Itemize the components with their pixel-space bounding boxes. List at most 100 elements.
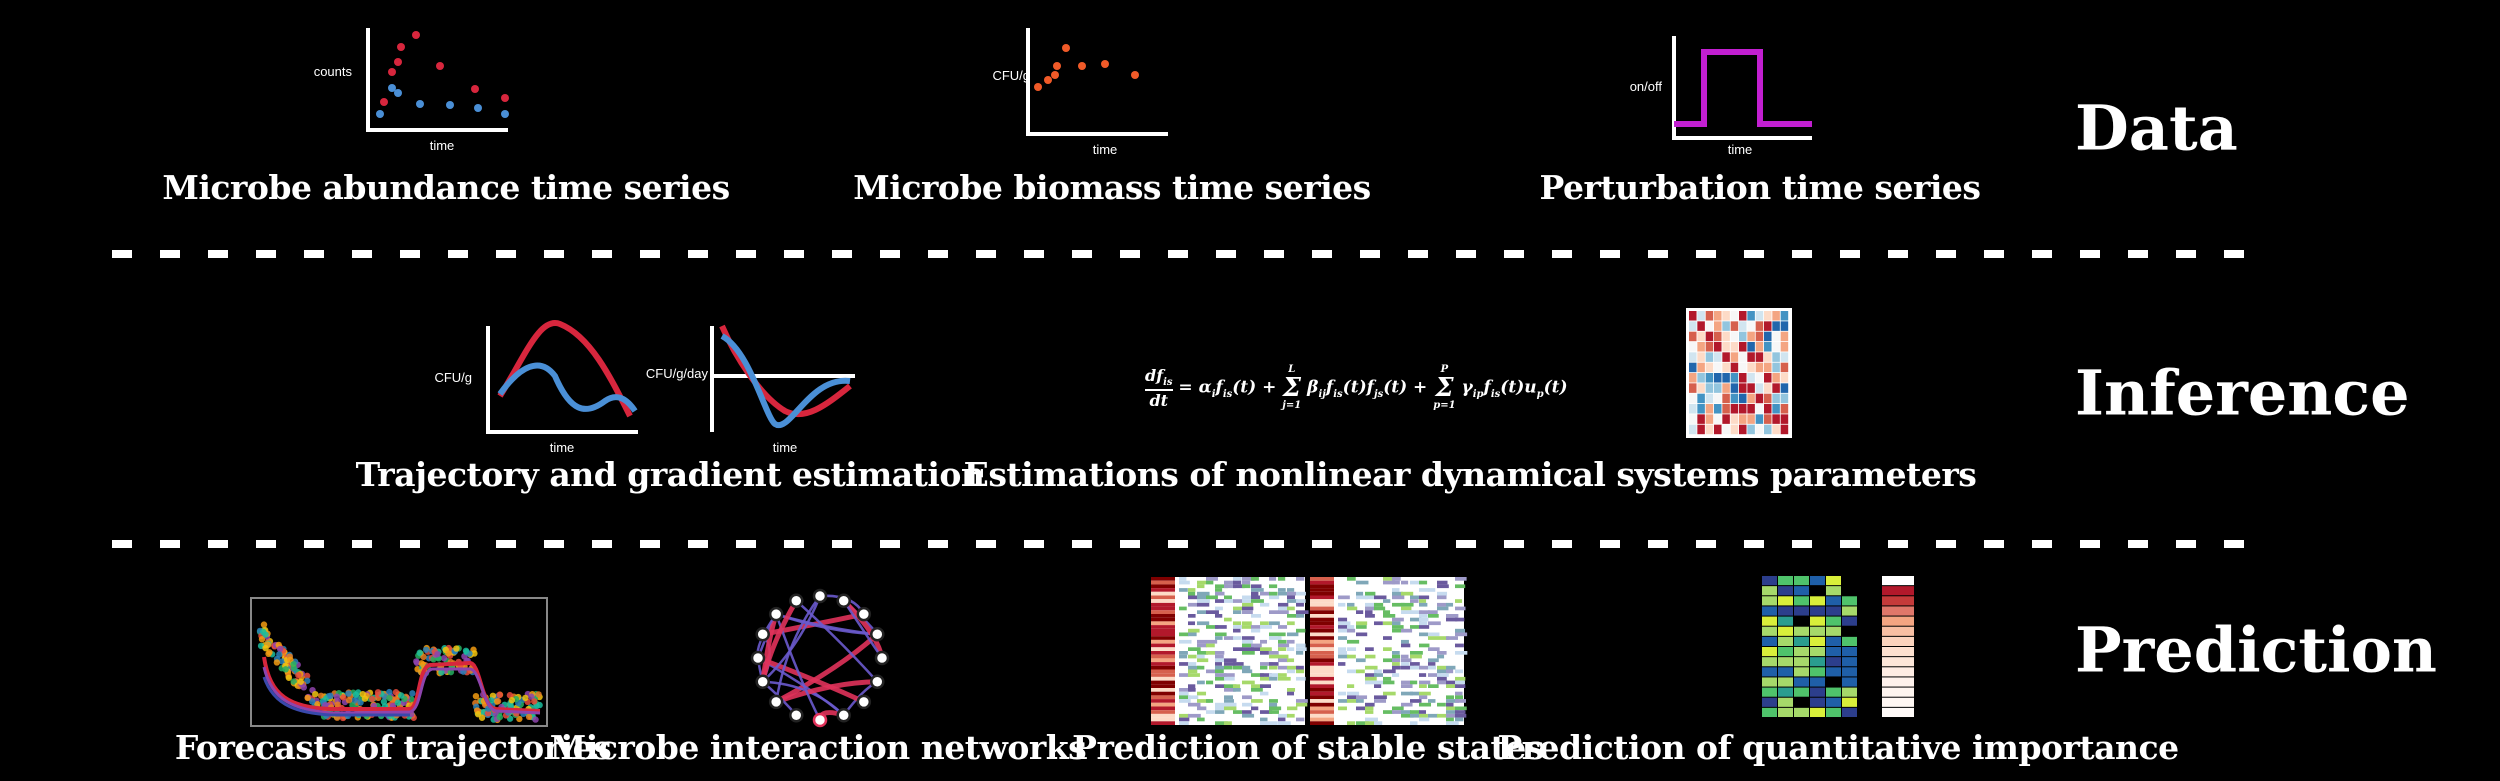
stable-state-cell (1419, 602, 1428, 607)
parameter-cell (1764, 352, 1772, 362)
parameter-cell (1780, 383, 1789, 393)
forecast-point (440, 654, 448, 662)
stable-state-cell (1419, 599, 1427, 603)
stable-state-cell (1455, 584, 1466, 589)
perturbation-signal (1674, 49, 1812, 127)
stable-state-cell (1251, 647, 1261, 651)
stable-state-cell (1437, 665, 1446, 670)
stable-state-cell (1365, 591, 1376, 596)
stable-state-cell (1419, 621, 1428, 626)
importance-scale-cell (1882, 636, 1914, 646)
stable-state-cell (1437, 669, 1450, 674)
stable-state-cell (1197, 717, 1205, 722)
stable-state-cell (1419, 617, 1429, 622)
stable-state-cell (1242, 577, 1255, 581)
importance-scale-cell (1882, 687, 1914, 697)
stable-state-cell (1233, 606, 1244, 611)
network-node (768, 606, 784, 622)
parameter-cell (1705, 362, 1714, 373)
stable-state-cell (1455, 628, 1466, 633)
stable-state-cell (1197, 654, 1205, 659)
stable-state-cell (1365, 614, 1375, 618)
stable-state-cell (1356, 706, 1366, 711)
stable-state-cell (1310, 639, 1334, 644)
parameter-cell (1747, 383, 1755, 393)
importance-cell (1762, 697, 1777, 707)
stable-state-cell (1310, 628, 1334, 633)
stable-state-cell (1224, 676, 1235, 681)
stable-state-cell (1347, 684, 1355, 688)
stable-state-cell (1278, 610, 1289, 614)
stable-state-cell (1338, 602, 1346, 607)
stable-state-cell (1179, 654, 1188, 659)
stable-state-cell (1224, 617, 1232, 622)
parameter-cell (1689, 342, 1697, 352)
stable-state-cell (1310, 717, 1334, 722)
stable-state-cell (1278, 676, 1291, 681)
stable-state-cell (1151, 654, 1175, 659)
stable-state-cell (1374, 595, 1387, 600)
importance-cell (1778, 586, 1793, 596)
stable-state-cell (1206, 680, 1214, 685)
stable-state-cell (1188, 614, 1196, 618)
forecast-point (386, 688, 393, 696)
stable-state-cell (1310, 684, 1334, 688)
parameter-cell (1689, 311, 1697, 321)
stable-state-cell (1374, 669, 1382, 674)
parameter-cell (1730, 414, 1739, 424)
stable-state-cell (1437, 636, 1450, 640)
stable-state-cell (1392, 628, 1404, 633)
importance-cell (1762, 586, 1777, 596)
stable-state-cell (1347, 639, 1360, 644)
stable-state-cell (1206, 643, 1215, 648)
stable-state-cell (1260, 665, 1268, 670)
parameter-cell (1764, 414, 1772, 424)
stable-state-cell (1224, 699, 1234, 703)
importance-cell (1810, 586, 1825, 596)
stable-state-cell (1197, 591, 1210, 596)
stable-state-cell (1215, 632, 1227, 637)
stable-state-cell (1224, 658, 1237, 663)
parameter-cell (1739, 311, 1747, 321)
stable-state-cell (1356, 658, 1366, 663)
parameter-cell (1722, 424, 1730, 435)
stable-state-cell (1310, 702, 1334, 707)
perturbation-caption: Perturbation time series (1539, 168, 1981, 207)
stable-state-cell (1410, 595, 1423, 600)
stable-state-cell (1419, 713, 1428, 718)
stable-state-cell (1242, 610, 1253, 614)
importance-heatmap (1762, 576, 1857, 717)
importance-cell (1778, 576, 1793, 586)
stable-state-cell (1197, 706, 1207, 711)
stable-state-cell (1206, 669, 1218, 674)
forecast-point (285, 674, 293, 681)
stable-state-cell (1446, 669, 1454, 674)
parameter-cell (1764, 311, 1772, 321)
perturbation-ylabel: on/off (1630, 79, 1663, 94)
forecast-point (262, 631, 269, 638)
stable-state-cell (1365, 676, 1377, 681)
stable-state-cell (1188, 673, 1200, 677)
importance-cell (1826, 657, 1841, 667)
parameter-cell (1780, 331, 1789, 342)
parameter-cell (1689, 321, 1697, 331)
stable-state-cell (1233, 684, 1241, 688)
stable-state-cell (1269, 662, 1279, 666)
stable-state-cell (1151, 713, 1175, 718)
forecast-point (394, 699, 402, 706)
stable-state-cell (1215, 658, 1225, 663)
stable-state-cell (1287, 621, 1295, 626)
parameter-cell (1722, 414, 1730, 424)
stable-state-cell (1338, 706, 1347, 711)
stable-state-cell (1179, 588, 1188, 592)
forecast-point (506, 692, 514, 699)
stable-state-cell (1392, 577, 1401, 581)
stable-state-cell (1179, 673, 1191, 677)
parameter-cell (1780, 311, 1789, 321)
abundance-ylabel: counts (314, 64, 353, 79)
stable-state-cell (1287, 614, 1300, 618)
stable-state-cell (1383, 647, 1392, 651)
forecast-point (445, 650, 452, 657)
importance-cell (1794, 576, 1809, 586)
importance-cell (1778, 606, 1793, 616)
